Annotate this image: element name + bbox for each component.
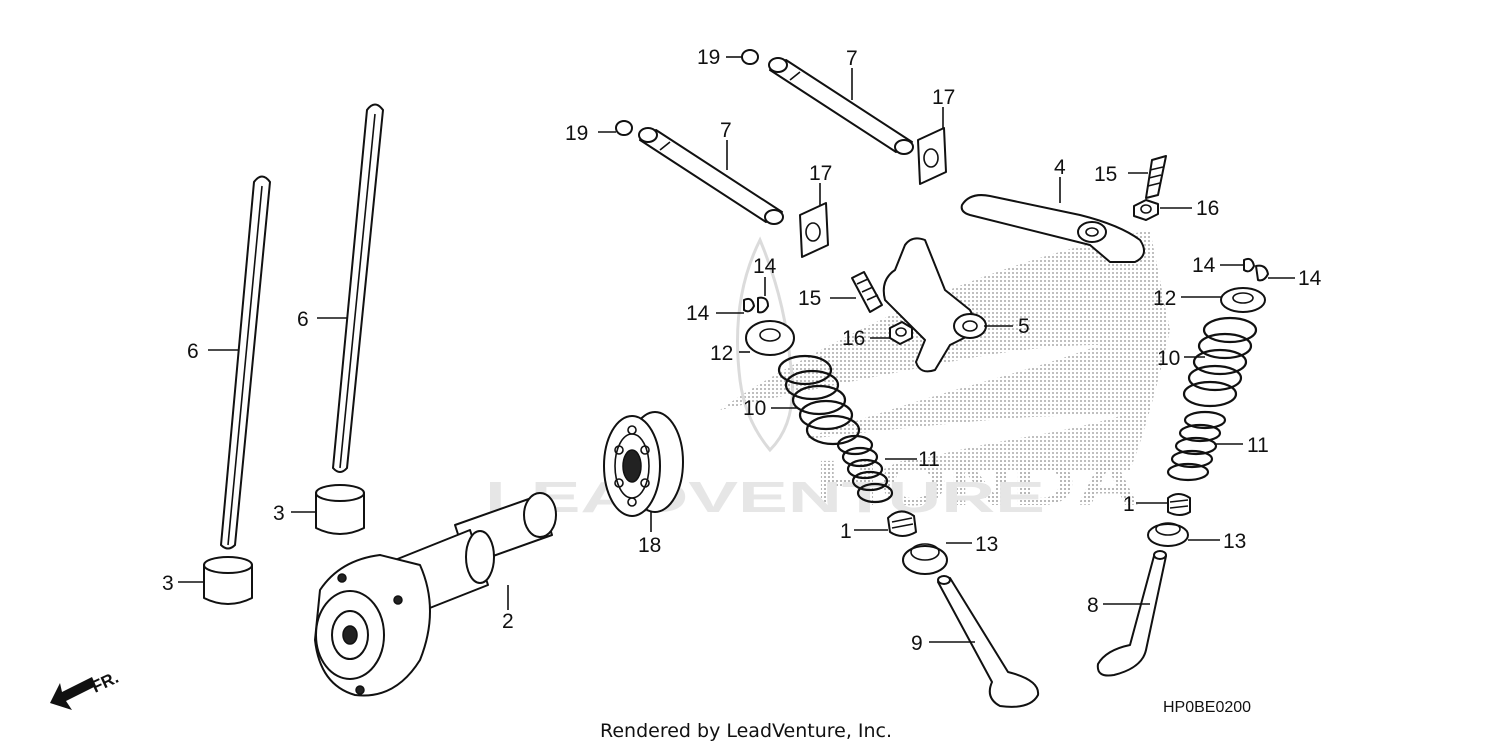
callout-11-right: 11 xyxy=(1247,434,1269,457)
spring-retainer-left xyxy=(745,320,795,356)
spring-seat-left xyxy=(902,543,948,575)
rocker-arm-intake xyxy=(882,237,987,373)
callout-11-left: 11 xyxy=(918,448,940,471)
callout-1-right: 1 xyxy=(1123,493,1135,516)
callout-15-right: 15 xyxy=(1094,163,1117,186)
adjusting-screw-right xyxy=(1145,155,1167,199)
camshaft-bearing xyxy=(603,411,684,517)
callout-16-left: 16 xyxy=(842,327,865,350)
camshaft xyxy=(314,492,557,697)
valve-cotters-right xyxy=(1243,257,1269,282)
push-rod-right xyxy=(332,103,384,473)
callout-5: 5 xyxy=(1018,315,1030,338)
callout-19-upper: 19 xyxy=(697,46,720,69)
callout-7-lower: 7 xyxy=(720,119,732,142)
callout-4: 4 xyxy=(1054,156,1066,179)
callout-13-right: 13 xyxy=(1223,530,1246,553)
valve-spring-inner-right xyxy=(1166,410,1227,482)
diagram-code: HP0BE0200 xyxy=(1163,699,1251,716)
exhaust-valve xyxy=(1096,550,1167,677)
lock-nut-right xyxy=(1133,199,1159,221)
callout-10-right: 10 xyxy=(1157,347,1180,370)
lock-nut-left xyxy=(889,321,913,345)
callout-14-top-left: 14 xyxy=(753,255,777,278)
callout-1-left: 1 xyxy=(840,520,852,543)
shaft-plate-upper xyxy=(917,127,947,185)
callout-10-left: 10 xyxy=(743,397,766,420)
leadventure-watermark: LEADVENTURE xyxy=(485,473,1045,522)
tappet-upper xyxy=(315,484,365,535)
callout-12-right: 12 xyxy=(1153,287,1176,310)
callout-19-lower: 19 xyxy=(565,122,588,145)
valve-spring-inner-left xyxy=(836,434,894,504)
valve-stem-seal-left xyxy=(887,510,917,537)
callout-labels: 19 7 19 7 17 17 4 15 16 14 14 14 14 15 5… xyxy=(162,46,1322,655)
callout-14-left: 14 xyxy=(686,302,710,325)
intake-valve xyxy=(937,575,1040,708)
callout-14-right-a: 14 xyxy=(1192,254,1216,277)
adjusting-screw-left xyxy=(851,271,883,313)
valve-spring-outer-right xyxy=(1182,316,1258,408)
callout-16-right: 16 xyxy=(1196,197,1219,220)
callout-15-left: 15 xyxy=(798,287,821,310)
valve-spring-outer-left xyxy=(777,354,861,446)
rocker-shaft-lower xyxy=(638,127,784,225)
callout-18: 18 xyxy=(638,534,661,557)
front-direction-arrow-icon: FR. xyxy=(50,668,122,710)
rocker-arm-exhaust xyxy=(960,194,1145,263)
callout-6-left: 6 xyxy=(187,340,199,363)
tappet-lower xyxy=(203,556,253,605)
valve-cotters-left xyxy=(743,296,769,314)
callout-2: 2 xyxy=(502,610,514,633)
honda-wordmark-watermark: HONDA xyxy=(815,447,1140,519)
leader-lines xyxy=(178,56,1295,643)
rocker-shaft-upper xyxy=(768,57,914,155)
spring-seat-right xyxy=(1147,522,1189,547)
shaft-plate-lower xyxy=(799,202,829,258)
callout-12-left: 12 xyxy=(710,342,733,365)
callout-14-right-b: 14 xyxy=(1298,267,1322,290)
push-rod-left xyxy=(220,175,271,550)
spring-retainer-right xyxy=(1220,287,1266,313)
callout-17-lower: 17 xyxy=(809,162,832,185)
front-direction-label: FR. xyxy=(89,668,122,697)
callout-13-left: 13 xyxy=(975,533,998,556)
callout-8: 8 xyxy=(1087,594,1099,617)
o-ring-upper xyxy=(741,49,759,65)
callout-9: 9 xyxy=(911,632,923,655)
valve-stem-seal-right xyxy=(1167,493,1191,516)
callout-3-upper: 3 xyxy=(273,502,285,525)
o-ring-lower xyxy=(615,120,633,136)
callout-3-lower: 3 xyxy=(162,572,174,595)
callout-17-upper: 17 xyxy=(932,86,955,109)
callout-7-upper: 7 xyxy=(846,47,858,70)
callout-6-right: 6 xyxy=(297,308,309,331)
footer-credit: Rendered by LeadVenture, Inc. xyxy=(600,720,892,742)
